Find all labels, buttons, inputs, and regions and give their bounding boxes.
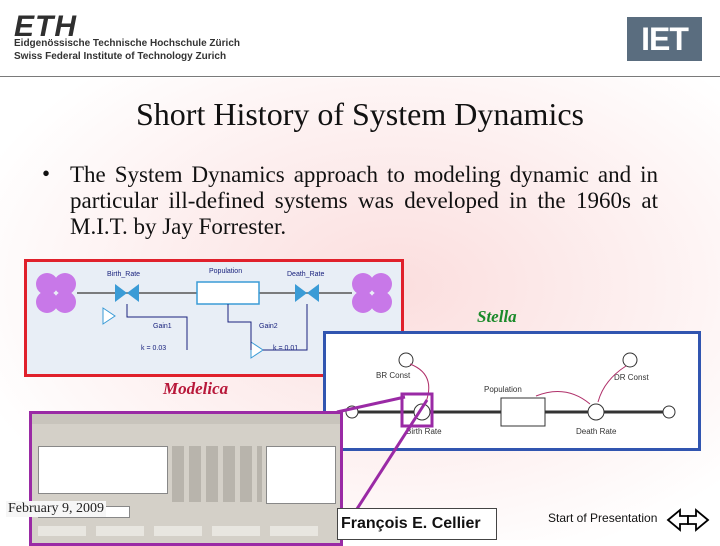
start-of-presentation-link[interactable]: Start of Presentation <box>548 511 658 525</box>
dialog-titlebar <box>32 414 340 424</box>
footer-author: François E. Cellier <box>337 508 497 540</box>
dialog-keypad <box>172 446 262 502</box>
death-rate-flow-icon <box>587 403 605 421</box>
slide-title: Short History of System Dynamics <box>136 96 584 132</box>
br-const-converter <box>398 352 414 368</box>
br-const-label: BR Const <box>376 371 411 380</box>
dialog-variable-list <box>266 446 336 504</box>
death-valve-icon <box>295 284 307 302</box>
header-divider <box>0 76 720 77</box>
birth-rate-label: Birth Rate <box>406 427 442 436</box>
stella-diagram-canvas: BR Const DR Const Population Birth Rate … <box>345 352 676 436</box>
back-arrow-icon[interactable] <box>666 508 689 532</box>
eth-logo: ETH <box>14 10 77 43</box>
death-rate-label: Death_Rate <box>287 271 324 278</box>
highlight-box <box>400 392 434 428</box>
k2-label: k = 0.01 <box>273 345 298 352</box>
k1-label: k = 0.03 <box>141 345 166 352</box>
dialog-list-panel <box>38 446 168 494</box>
dr-const-converter <box>622 352 638 368</box>
dr-const-label: DR Const <box>614 373 649 382</box>
bullet-marker: • <box>42 161 51 186</box>
stella-label: Stella <box>477 307 517 326</box>
gain1-block <box>102 307 116 325</box>
forward-arrow-icon[interactable] <box>687 508 710 532</box>
source-cloud-icon <box>36 273 76 313</box>
stella-diagram: BR Const DR Const Population Birth Rate … <box>323 331 701 451</box>
sink-cloud-icon <box>662 405 676 419</box>
birth-rate-label: Birth_Rate <box>107 271 140 278</box>
death-rate-label: Death Rate <box>576 427 617 436</box>
footer-author-text: François E. Cellier <box>341 515 481 532</box>
bullet-text: The System Dynamics approach to modeling… <box>70 162 658 239</box>
eth-logo-subtitle-de: Eidgenössische Technische Hochschule Zür… <box>14 38 240 49</box>
population-label: Population <box>209 268 242 275</box>
dialog-button-row <box>38 526 328 536</box>
modelica-diagram-canvas: Birth_Rate Death_Rate Population Gain1 G… <box>36 268 392 359</box>
modelica-parameter-dialog <box>29 411 343 546</box>
population-label: Population <box>484 385 522 394</box>
eth-logo-subtitle-en: Swiss Federal Institute of Technology Zu… <box>14 51 227 62</box>
footer-date: February 9, 2009 <box>6 501 107 517</box>
gain2-label: Gain2 <box>259 323 278 330</box>
sink-cloud-icon <box>352 273 392 313</box>
iet-logo: IET <box>627 17 702 61</box>
connector-line-top <box>336 395 406 414</box>
birth-valve-icon <box>115 284 127 302</box>
navigation-arrows-icon[interactable] <box>666 508 710 532</box>
gain1-label: Gain1 <box>153 323 172 330</box>
modelica-label: Modelica <box>163 379 229 398</box>
